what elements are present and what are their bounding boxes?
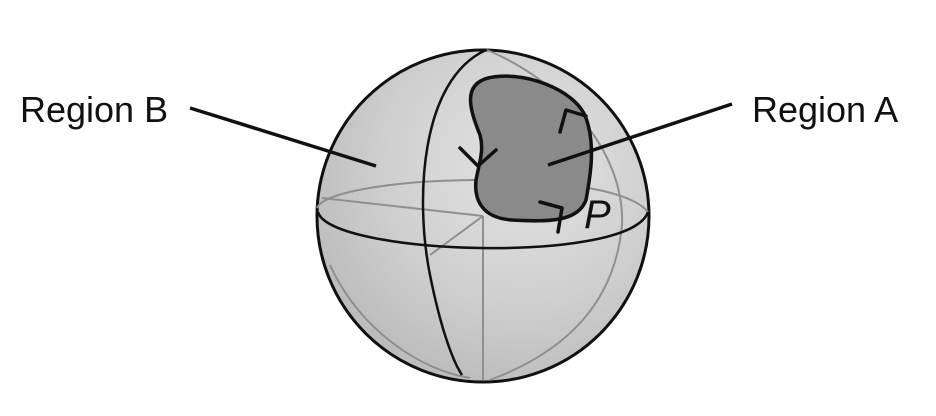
arrowhead-left — [458, 146, 498, 168]
orientation-arrows — [458, 108, 588, 234]
front-grid-lines — [316, 48, 650, 376]
region-b-leader-line — [189, 106, 377, 168]
region-a-label: Region A — [752, 89, 898, 130]
equator-front-arc — [316, 211, 650, 250]
axis-back-left — [321, 197, 484, 217]
meridian-front-arc — [421, 48, 487, 376]
arrowhead-bottom — [538, 200, 564, 234]
meridian-back-left — [329, 264, 471, 379]
point-p-label: P — [584, 193, 611, 237]
axis-front-left — [429, 215, 484, 256]
region-a-leader-line — [547, 102, 733, 167]
arrowhead-top-right — [558, 108, 588, 134]
region-a-shape — [468, 74, 594, 223]
region-b-label: Region B — [20, 89, 168, 130]
